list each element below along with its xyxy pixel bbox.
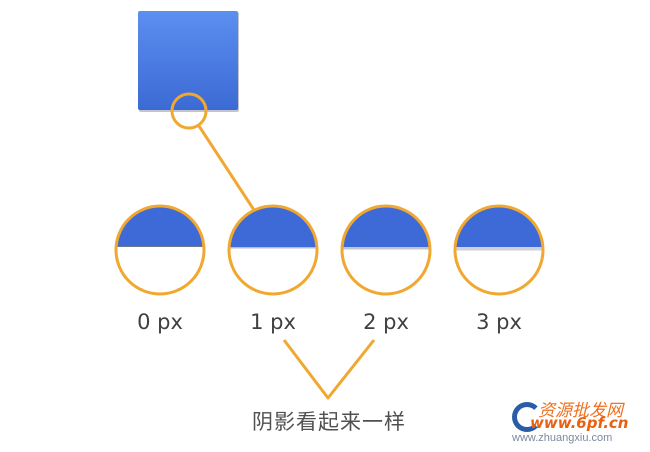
zoom-circle-3px [453,204,545,296]
watermark-line3: www.zhuangxiu.com [512,432,613,444]
zoom-circle-0px [114,204,206,296]
label-3px: 3 px [476,310,522,334]
zoom-circle-1px [227,204,319,296]
magnifier-icon [170,92,256,211]
watermark: 资源批发网 www.6pf.cn www.zhuangxiu.com [512,396,650,452]
label-1px: 1 px [250,310,296,334]
v-connector [282,339,376,400]
watermark-logo-icon [512,402,542,432]
watermark-line2: www.6pf.cn [530,414,629,432]
zoom-circle-2px [340,204,432,296]
blue-square [138,11,239,112]
label-0px: 0 px [137,310,183,334]
label-2px: 2 px [363,310,409,334]
watermark-line1: 资源批发网 [538,401,623,421]
caption: 阴影看起来一样 [252,410,406,434]
